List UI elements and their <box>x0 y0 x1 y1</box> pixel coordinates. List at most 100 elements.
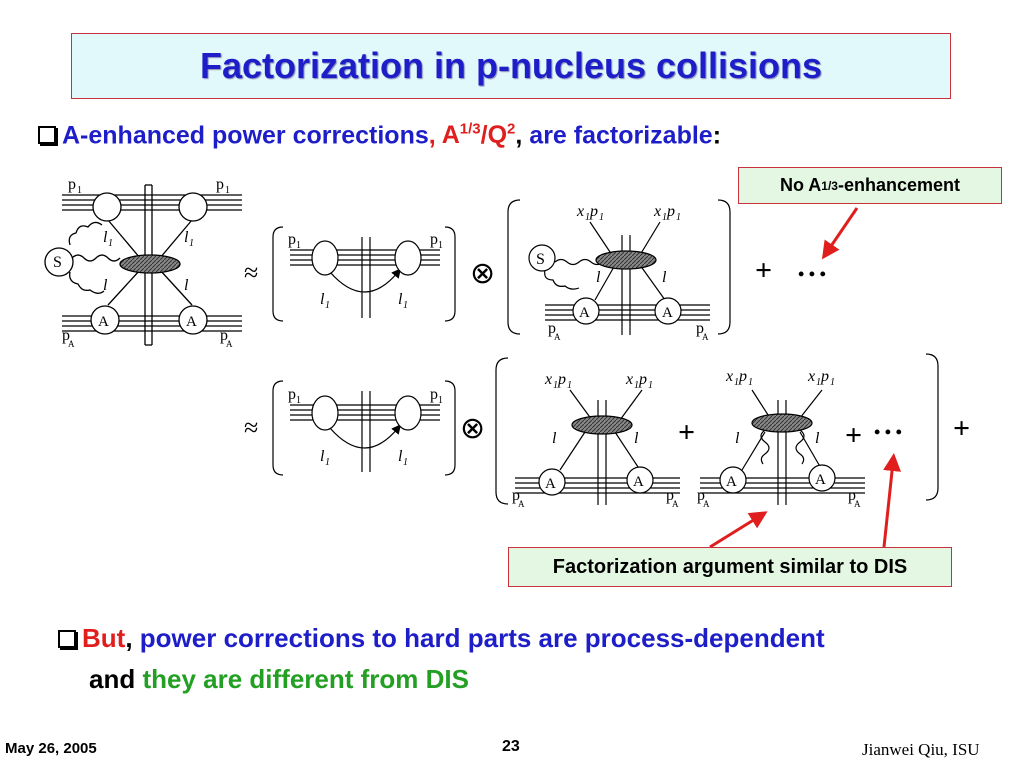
svg-text:1: 1 <box>748 377 753 388</box>
checkbox-bullet-icon-2 <box>58 630 76 648</box>
svg-text:A: A <box>579 305 590 321</box>
svg-text:1: 1 <box>325 457 330 468</box>
svg-text:l: l <box>398 291 403 308</box>
svg-text:A: A <box>662 305 673 321</box>
bullet-2-text-2: they are different from DIS <box>142 664 469 694</box>
svg-text:p: p <box>512 487 520 504</box>
bullet-1-comma-2: , <box>515 121 530 150</box>
diagram-soft-2a <box>515 389 680 505</box>
svg-text:A: A <box>672 499 679 509</box>
svg-text:1: 1 <box>567 380 572 391</box>
svg-text:1: 1 <box>599 212 604 223</box>
svg-text:p: p <box>738 368 747 385</box>
svg-text:A: A <box>554 332 561 342</box>
svg-text:p: p <box>666 203 675 220</box>
diagram-hard-part-2 <box>290 391 440 472</box>
svg-text:1: 1 <box>648 380 653 391</box>
svg-text:p: p <box>589 203 598 220</box>
svg-text:l: l <box>634 430 639 447</box>
otimes-symbol-2: ⊗ <box>460 412 485 445</box>
svg-text:A: A <box>703 499 710 509</box>
svg-text:l: l <box>596 269 601 286</box>
svg-text:1: 1 <box>403 300 408 311</box>
bullet-2-comma: , <box>125 623 133 653</box>
svg-text:x: x <box>544 371 552 388</box>
diag1-pA-right: p <box>220 327 228 344</box>
svg-text:p: p <box>638 371 647 388</box>
approx-symbol-1: ≈ <box>244 258 258 287</box>
diagram-full <box>44 184 242 346</box>
bullet-1-comma: , <box>428 121 442 150</box>
svg-text:A: A <box>726 474 737 490</box>
arrow-note-top <box>821 207 859 260</box>
svg-text:1: 1 <box>325 300 330 311</box>
svg-text:p: p <box>697 487 705 504</box>
svg-text:l: l <box>662 269 667 286</box>
svg-text:p: p <box>288 386 296 403</box>
svg-text:p: p <box>666 487 674 504</box>
bullet-2: But, power corrections to hard parts are… <box>58 623 825 654</box>
footer-date: May 26, 2005 <box>5 740 97 757</box>
bullet-1: A-enhanced power corrections, A1/3/Q2, a… <box>38 121 721 150</box>
otimes-symbol-1: ⊗ <box>470 257 495 290</box>
svg-text:p: p <box>696 320 704 337</box>
svg-text:A: A <box>518 499 525 509</box>
diag1-l1-right: l <box>184 229 189 246</box>
svg-text:1: 1 <box>225 185 230 196</box>
bullet-2-and: and <box>89 664 136 694</box>
svg-text:p: p <box>430 231 438 248</box>
svg-text:1: 1 <box>108 238 113 249</box>
svg-text:x: x <box>807 368 815 385</box>
diag1-l1-left: l <box>103 229 108 246</box>
svg-text:l: l <box>552 430 557 447</box>
svg-text:A: A <box>854 499 861 509</box>
svg-text:1: 1 <box>296 395 301 406</box>
svg-text:A: A <box>702 332 709 342</box>
diag1-A2: A <box>186 314 197 330</box>
diag1-p1-right: p <box>216 176 224 193</box>
diag1-l-right: l <box>184 277 189 294</box>
footer-page-number: 23 <box>502 738 520 755</box>
svg-text:l: l <box>398 448 403 465</box>
slide-title: Factorization in p-nucleus collisions <box>199 45 823 86</box>
title-box: Factorization in p-nucleus collisions <box>71 33 951 99</box>
plus-2: + <box>678 416 695 449</box>
svg-text:1: 1 <box>816 377 821 388</box>
a-power: A1/3/Q2 <box>441 121 516 150</box>
diag1-p1-left: p <box>68 176 76 193</box>
diagram-hard-part-1 <box>290 237 440 318</box>
diag1-l-left: l <box>103 277 108 294</box>
plus-3: + <box>845 419 862 452</box>
svg-text:1: 1 <box>553 380 558 391</box>
svg-text:1: 1 <box>438 395 443 406</box>
dots-2: • • • <box>874 422 902 442</box>
diagram-soft-1 <box>528 221 710 335</box>
bullet-2-text: power corrections to hard parts are proc… <box>132 623 825 653</box>
plus-4: + <box>953 412 970 445</box>
arrow-note-bottom-right <box>882 453 902 548</box>
diag1-pA-left: p <box>62 327 70 344</box>
svg-text:x: x <box>576 203 584 220</box>
svg-text:1: 1 <box>634 380 639 391</box>
svg-text:p: p <box>820 368 829 385</box>
svg-text:A: A <box>633 474 644 490</box>
svg-text:x: x <box>653 203 661 220</box>
diagram-full-labels: S A A p 1 p 1 p A p A l 1 l 1 l l <box>53 176 233 349</box>
bullet-2-but: But <box>82 623 126 653</box>
svg-text:A: A <box>226 339 233 349</box>
bullet-1-text-2: are factorizable <box>529 121 713 150</box>
svg-text:l: l <box>735 430 740 447</box>
svg-text:1: 1 <box>403 457 408 468</box>
svg-text:l: l <box>815 430 820 447</box>
svg-text:1: 1 <box>189 238 194 249</box>
svg-text:S: S <box>536 251 545 268</box>
svg-text:1: 1 <box>585 212 590 223</box>
svg-text:A: A <box>545 476 556 492</box>
diagram-soft-2b <box>700 389 865 505</box>
